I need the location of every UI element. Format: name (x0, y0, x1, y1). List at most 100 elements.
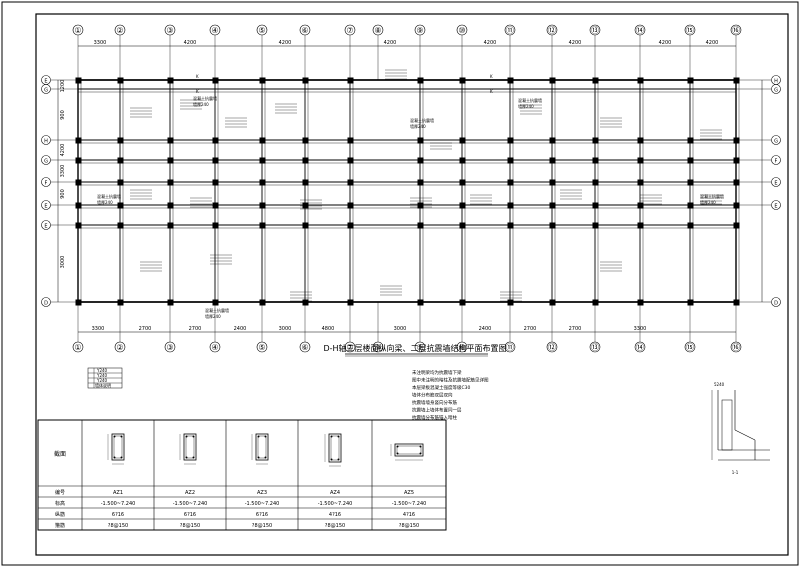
table-row-label: 编号 (55, 489, 65, 496)
axis-bubble (72, 341, 84, 353)
bottom-dimension: 4800 (322, 326, 335, 332)
section-detail: 5240 1-1 (711, 382, 770, 475)
column-mark (302, 222, 309, 229)
axis-label: ⑮ (686, 26, 694, 35)
column-mark (167, 222, 174, 229)
column-mark (117, 179, 124, 186)
axis-label: ① (74, 26, 81, 35)
column-mark (117, 157, 124, 164)
column-mark (167, 137, 174, 144)
column-mark (687, 299, 694, 306)
axis-label: ⑦ (346, 26, 353, 35)
column-mark (592, 77, 599, 84)
column-mark (733, 157, 740, 164)
axis-label: ⑤ (258, 26, 265, 35)
left-dimension: 1200 (60, 80, 66, 93)
section-sketch (183, 433, 197, 461)
column-mark (75, 137, 82, 144)
table-header-label: 截面 (54, 450, 66, 458)
shear-wall-label: 混凝土抗震墙 (193, 95, 217, 101)
shear-wall-label: 混凝土抗震墙 (410, 117, 434, 123)
row-axis-bubble (41, 200, 51, 210)
legend-row: Y240 (96, 373, 108, 378)
bottom-dimension: 2400 (479, 326, 492, 332)
axis-label: ⑩ (458, 343, 465, 352)
column-id: AZ4 (330, 490, 340, 496)
axis-label: ⑧ (374, 343, 381, 352)
column-mark (637, 222, 644, 229)
column-id: AZ5 (404, 490, 414, 496)
column-mark (167, 299, 174, 306)
axis-bubble (164, 341, 176, 353)
axis-bubble (372, 341, 384, 353)
column-mark (259, 157, 266, 164)
top-dimension: 4200 (569, 40, 582, 46)
column-mark (592, 202, 599, 209)
column-mark (459, 137, 466, 144)
column-bars: 6?16 (112, 512, 124, 518)
column-mark (347, 77, 354, 84)
note-line: 抗震墙墙身竖向分布筋 (412, 399, 457, 406)
bottom-dimension: 2700 (189, 326, 202, 332)
bottom-dimension: 3300 (634, 326, 647, 332)
axis-label: ⑫ (548, 343, 556, 352)
column-mark (687, 157, 694, 164)
column-elevation: -1.500~7.240 (318, 501, 353, 507)
row-axis-label: E (774, 181, 777, 187)
axis-label: ⑯ (732, 343, 740, 352)
top-dimension: 4200 (706, 40, 719, 46)
column-mark (592, 137, 599, 144)
column-mark (212, 299, 219, 306)
bottom-dimension: 3000 (279, 326, 292, 332)
row-axis-bubble (41, 84, 51, 94)
column-mark (459, 202, 466, 209)
column-mark (549, 202, 556, 209)
axis-bubble (504, 24, 516, 36)
column-ties: ?8@150 (252, 523, 272, 529)
axis-label: ④ (211, 343, 218, 352)
row-axis-bubble (771, 177, 781, 187)
axis-label: ⑤ (258, 343, 265, 352)
column-mark (347, 299, 354, 306)
section-wall (721, 399, 733, 451)
axis-bubble (634, 24, 646, 36)
column-mark (347, 137, 354, 144)
column-mark (637, 202, 644, 209)
column-mark (167, 202, 174, 209)
column-mark (417, 157, 424, 164)
axis-bubble (164, 24, 176, 36)
column-mark (417, 137, 424, 144)
rebar-dot (337, 458, 340, 461)
section-stirrup (113, 435, 123, 459)
column-mark (687, 202, 694, 209)
column-mark (733, 179, 740, 186)
axis-label: ① (74, 343, 81, 352)
top-dimension: 4200 (484, 40, 497, 46)
axis-label: ⑮ (686, 343, 694, 352)
shear-wall-label: 墙厚240 (193, 101, 209, 107)
section-stirrup (257, 435, 267, 459)
legend-label: 墙体说明 (95, 382, 111, 388)
note-line: 未注明梁均为抗震墙下梁 (412, 369, 462, 376)
row-axis-bubble (41, 297, 51, 307)
column-ties: ?8@150 (399, 523, 419, 529)
wall-legend: Y240 Y240 Y240 墙体说明 (87, 367, 123, 389)
row-axis-label: G (44, 159, 48, 165)
column-schedule-table: 截面编号标高纵筋箍筋AZ1-1.500~7.2406?16?8@150AZ2-1… (37, 419, 447, 531)
row-axis-bubble (771, 84, 781, 94)
left-dimension: 900 (60, 189, 66, 199)
axis-label: ③ (166, 343, 173, 352)
axis-label: ⑬ (591, 343, 599, 352)
rebar-dot (257, 456, 260, 459)
rebar-dot (419, 452, 422, 455)
section-sketch (255, 433, 269, 461)
rebar-dot (419, 445, 422, 448)
column-mark (507, 157, 514, 164)
note-line: 抗震墙分布筋锚入暗柱 (412, 414, 457, 421)
rebar-dot (264, 456, 267, 459)
column-mark (592, 222, 599, 229)
column-mark (167, 77, 174, 84)
column-mark (549, 157, 556, 164)
row-axis-label: H (774, 79, 778, 85)
section-stirrup (185, 435, 195, 459)
